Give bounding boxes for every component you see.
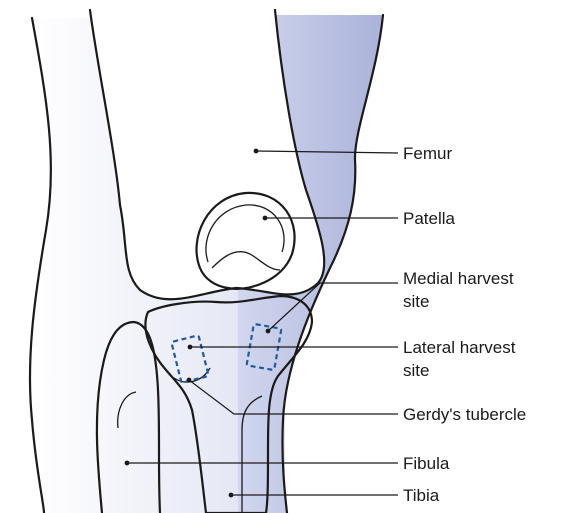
label-medial-harvest-line2: site bbox=[403, 292, 429, 311]
label-tibia: Tibia bbox=[403, 486, 440, 505]
label-lateral-harvest-line2: site bbox=[403, 361, 429, 380]
label-gerdys-tubercle: Gerdy's tubercle bbox=[403, 405, 526, 424]
label-medial-harvest-line1: Medial harvest bbox=[403, 269, 514, 288]
label-fibula: Fibula bbox=[403, 454, 450, 473]
label-lateral-harvest-line1: Lateral harvest bbox=[403, 338, 516, 357]
label-femur: Femur bbox=[403, 144, 452, 163]
label-patella: Patella bbox=[403, 209, 456, 228]
labels: Femur Patella Medial harvest site Latera… bbox=[403, 144, 526, 505]
